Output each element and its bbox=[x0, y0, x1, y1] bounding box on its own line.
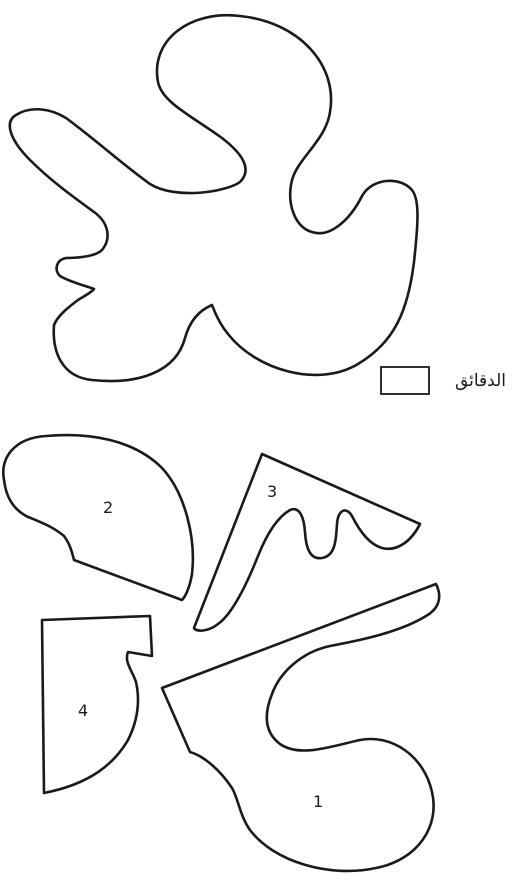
piece-label-3: 3 bbox=[267, 482, 277, 501]
piece-label-4: 4 bbox=[78, 701, 88, 720]
puzzle-piece-4 bbox=[42, 616, 152, 793]
puzzle-piece-2 bbox=[3, 435, 193, 600]
piece-label-2: 2 bbox=[103, 498, 113, 517]
legend-label: الدقائق bbox=[455, 371, 506, 391]
legend-swatch bbox=[381, 367, 429, 394]
piece-label-1: 1 bbox=[313, 792, 323, 811]
assembled-shape bbox=[10, 15, 418, 381]
